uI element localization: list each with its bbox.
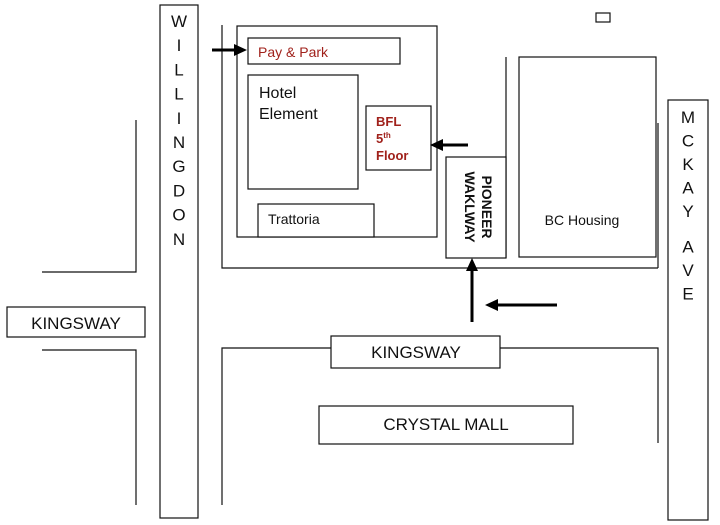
kingsway-left-label: KINGSWAY — [31, 314, 121, 333]
arrow-west-on-kingsway — [485, 299, 557, 311]
bfl-floor-superscript: th — [383, 131, 391, 140]
bfl-label-line1: BFL — [376, 114, 401, 129]
arrow-to-bfl — [430, 139, 468, 151]
bfl-floor-number: 5 — [376, 131, 383, 146]
bc-housing-label: BC Housing — [545, 212, 620, 228]
bfl-box — [365, 105, 432, 171]
hotel-element-box — [247, 74, 359, 190]
bc-housing-box — [518, 56, 657, 258]
pioneer-label: PIONEER — [479, 175, 495, 238]
kingsway-left-box — [6, 306, 146, 338]
crystal-mall-box — [318, 405, 574, 445]
trattoria-label: Trattoria — [268, 211, 320, 227]
pioneer-walkway-box — [445, 156, 507, 259]
pay-and-park-label: Pay & Park — [258, 44, 329, 60]
road-edge-lower-left — [42, 349, 137, 505]
road-edge-upper-center — [221, 25, 658, 269]
willingdon-street — [159, 4, 199, 519]
hotel-label-line1: Hotel — [259, 85, 296, 102]
pay-and-park-box — [247, 37, 401, 65]
crystal-mall-label: CRYSTAL MALL — [383, 415, 508, 434]
small-marker — [595, 12, 611, 23]
road-edge-upper-left — [42, 120, 137, 273]
mckay-street — [667, 99, 709, 521]
hotel-label-line2: Element — [259, 106, 318, 123]
kingsway-center-box — [330, 335, 501, 369]
bfl-label-line3: Floor — [376, 148, 409, 163]
arrow-up-to-walkway — [466, 258, 478, 322]
arrow-to-pay-and-park — [212, 44, 247, 56]
trattoria-box — [257, 203, 375, 238]
walkway-label: WAKLWAY — [462, 171, 478, 243]
bfl-label-line2: 5th — [376, 131, 391, 146]
kingsway-center-label: KINGSWAY — [371, 343, 461, 362]
